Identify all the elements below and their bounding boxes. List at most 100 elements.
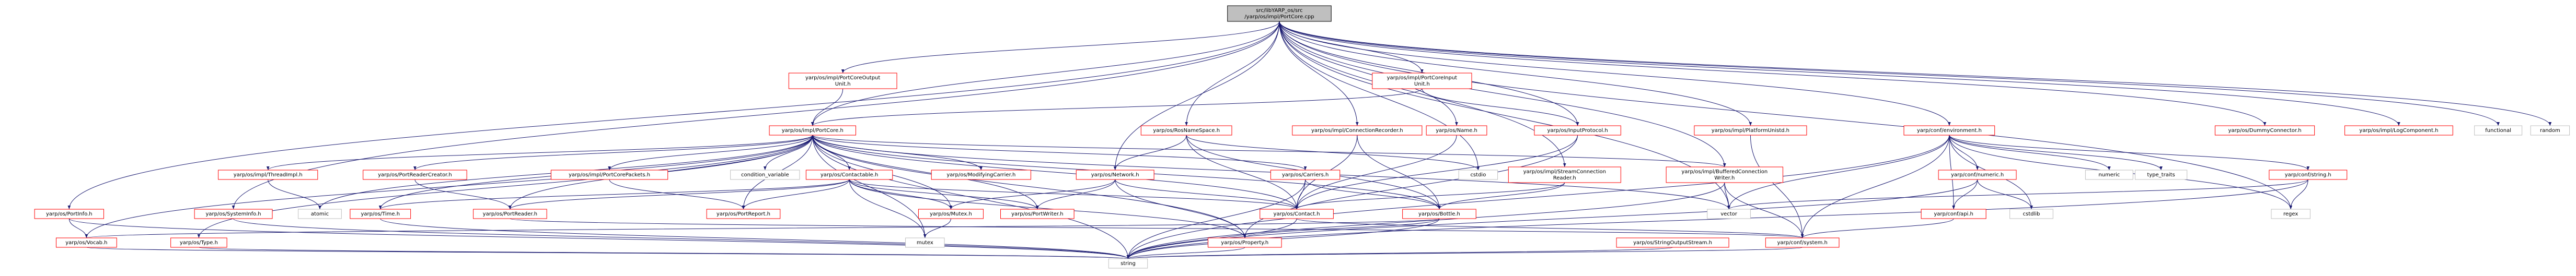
edge-property-to-string (1126, 247, 1245, 259)
node-vector: vector (1707, 209, 1751, 219)
edge-stringOutputStream-to-string (1127, 247, 1673, 259)
edge-inputProtocol-to-contact (1295, 135, 1578, 210)
node-bottle[interactable]: yarp/os/Bottle.h (1402, 209, 1476, 219)
node-label: yarp/os/Time.h (361, 211, 400, 217)
node-label: yarp/os/impl/StreamConnection (1523, 169, 1606, 175)
node-cstdlib: cstdlib (2009, 209, 2053, 219)
edge-contactable-to-contact (849, 179, 1298, 210)
node-type-h[interactable]: yarp/os/Type.h (170, 237, 227, 248)
edge-rosNameSpace-to-cstdio (1186, 135, 1480, 171)
node-label: vector (1720, 211, 1738, 217)
node-label: yarp/conf/api.h (1934, 211, 1973, 217)
edge-portCore-to-bufferedConnectionWriter (812, 135, 1726, 167)
edge-portCore-to-threadImpl (267, 135, 813, 171)
node-label: yarp/os/Vocab.h (65, 240, 107, 246)
edge-root-to-cstdio (1279, 21, 1480, 171)
node-environment[interactable]: yarp/conf/environment.h (1903, 125, 1995, 136)
node-network[interactable]: yarp/os/Network.h (1076, 170, 1154, 180)
node-label: Writer.h (1714, 175, 1735, 181)
node-label: atomic (311, 211, 329, 217)
node-label: Reader.h (1553, 175, 1576, 181)
node-label: yarp/os/ModifyingCarrier.h (946, 172, 1015, 178)
node-port-core[interactable]: yarp/os/impl/PortCore.h (769, 125, 856, 136)
node-label: yarp/os/Bottle.h (1418, 211, 1460, 217)
node-carriers[interactable]: yarp/os/Carriers.h (1270, 170, 1341, 180)
edge-portCore-to-portReaderCreator (413, 135, 813, 171)
node-label: yarp/os/impl/PortCoreOutput (805, 75, 880, 81)
node-box (363, 170, 467, 180)
node-port-writer[interactable]: yarp/os/PortWriter.h (1000, 209, 1075, 219)
node-box (1508, 166, 1621, 183)
node-box (918, 209, 984, 219)
node-functional: functional (2474, 125, 2523, 136)
node-conf-string[interactable]: yarp/conf/string.h (2269, 170, 2348, 180)
node-log-component[interactable]: yarp/os/impl/LogComponent.h (2344, 125, 2453, 136)
node-box (931, 170, 1031, 180)
node-label: yarp/conf/numeric.h (1951, 172, 2004, 178)
node-vocab[interactable]: yarp/os/Vocab.h (56, 237, 117, 248)
node-label: yarp/os/Type.h (180, 240, 218, 246)
node-label: yarp/os/Network.h (1091, 172, 1139, 178)
edge-root-to-rosNameSpace (1185, 21, 1280, 126)
node-box (1270, 170, 1341, 180)
node-mutex[interactable]: yarp/os/Mutex.h (918, 209, 984, 219)
node-contact[interactable]: yarp/os/Contact.h (1260, 209, 1334, 219)
node-label: yarp/os/Contactable.h (821, 172, 878, 178)
node-port-reader-creator[interactable]: yarp/os/PortReaderCreator.h (363, 170, 467, 180)
edge-environment-to-confString (1949, 135, 2309, 171)
edge-threadImpl-to-atomic (268, 179, 321, 210)
node-label: yarp/conf/system.h (1777, 240, 1827, 246)
node-box (1426, 125, 1487, 136)
node-label: cstdlib (2023, 211, 2040, 217)
node-connection-recorder[interactable]: yarp/os/impl/ConnectionRecorder.h (1292, 125, 1423, 136)
node-port-report[interactable]: yarp/os/PortReport.h (706, 209, 781, 219)
edge-root-to-systemInfo (232, 21, 1280, 210)
node-system-info[interactable]: yarp/os/SystemInfo.h (194, 209, 273, 219)
edge-carriers-to-string (1126, 179, 1306, 259)
node-box (56, 237, 117, 248)
node-box (2009, 209, 2053, 219)
edge-environment-to-string (1126, 135, 1950, 259)
node-platform-unistd[interactable]: yarp/os/impl/PlatformUnistd.h (1694, 125, 1807, 136)
node-box (2474, 125, 2523, 136)
node-port-core-packets[interactable]: yarp/os/impl/PortCorePackets.h (550, 170, 668, 180)
node-time-h[interactable]: yarp/os/Time.h (350, 209, 411, 219)
node-box (1903, 125, 1995, 136)
edge-carriers-to-contact (1295, 179, 1306, 210)
node-modifying-carrier[interactable]: yarp/os/ModifyingCarrier.h (931, 170, 1031, 180)
node-root[interactable]: src/libYARP_os/src/yarp/os/impl/PortCore… (1227, 5, 1332, 22)
node-box (1921, 209, 1986, 219)
edge-portReader-to-confSystem (510, 218, 1804, 238)
node-label: yarp/os/StringOutputStream.h (1633, 240, 1712, 246)
node-dummy-connector[interactable]: yarp/os/DummyConnector.h (2214, 125, 2315, 136)
node-conf-api[interactable]: yarp/conf/api.h (1921, 209, 1986, 219)
node-name[interactable]: yarp/os/Name.h (1426, 125, 1487, 136)
node-numeric[interactable]: yarp/conf/numeric.h (1938, 170, 2017, 180)
node-label: numeric (2098, 172, 2120, 178)
node-box (1227, 5, 1332, 22)
node-port-info[interactable]: yarp/os/PortInfo.h (34, 209, 104, 219)
node-ros-name-space[interactable]: yarp/os/RosNameSpace.h (1140, 125, 1232, 136)
edge-portCore-to-vocab (85, 135, 813, 238)
node-label: yarp/os/impl/PortCoreInput (1387, 75, 1458, 81)
node-conf-system[interactable]: yarp/conf/system.h (1765, 237, 1840, 248)
node-port-reader[interactable]: yarp/os/PortReader.h (473, 209, 547, 219)
node-input-protocol[interactable]: yarp/os/InputProtocol.h (1534, 125, 1621, 136)
edge-corePortInputUnit-to-inputProtocol (1422, 88, 1579, 126)
node-box (218, 170, 318, 180)
node-property[interactable]: yarp/os/Property.h (1208, 237, 1282, 248)
edge-bottle-to-property (1243, 218, 1440, 238)
edge-root-to-platformUnistd (1279, 21, 1752, 126)
edge-portCore-to-mutexStd (812, 135, 927, 238)
edge-network-to-portWriter (1036, 179, 1116, 210)
edge-timeH-to-string (380, 218, 1130, 259)
node-thread-impl[interactable]: yarp/os/impl/ThreadImpl.h (218, 170, 318, 180)
edge-rosNameSpace-to-contact (1186, 135, 1298, 210)
node-string-output-stream[interactable]: yarp/os/StringOutputStream.h (1616, 237, 1729, 248)
node-box (2214, 125, 2315, 136)
node-contactable[interactable]: yarp/os/Contactable.h (805, 170, 893, 180)
